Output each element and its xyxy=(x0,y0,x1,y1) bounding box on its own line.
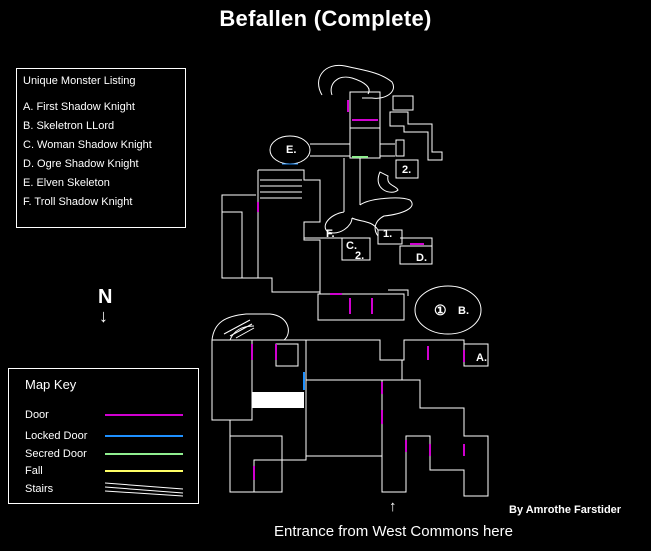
monster-c: C. Woman Shadow Knight xyxy=(23,139,152,151)
map-label-c: C. xyxy=(346,240,357,252)
monster-listing-title: Unique Monster Listing xyxy=(23,75,136,87)
north-label: N xyxy=(98,286,113,308)
map-label-b: B. xyxy=(458,305,469,317)
monster-listing-panel: Unique Monster Listing A. First Shadow K… xyxy=(16,68,186,228)
key-locked-door-label: Locked Door xyxy=(25,430,88,442)
entrance-arrow-icon: ↑ xyxy=(389,498,397,515)
key-stairs-icon xyxy=(105,482,184,497)
entrance-label: Entrance from West Commons here xyxy=(274,523,513,540)
monster-f: F. Troll Shadow Knight xyxy=(23,196,133,208)
map-label-1-circle: ① xyxy=(434,302,447,318)
map-label-2-lower: 2. xyxy=(355,250,365,262)
key-fall-label: Fall xyxy=(25,465,43,477)
map-label-2-upper: 2. xyxy=(402,164,412,176)
monster-a: A. First Shadow Knight xyxy=(23,101,135,113)
map-label-d: D. xyxy=(416,252,427,264)
map-label-e: E. xyxy=(286,144,297,156)
key-door-label: Door xyxy=(25,409,49,421)
key-door-swatch xyxy=(105,414,183,416)
map-label-f: F. xyxy=(326,228,335,240)
monster-d: D. Ogre Shadow Knight xyxy=(23,158,139,170)
map-key-title: Map Key xyxy=(25,377,77,392)
map-key-panel: Map Key Door Locked Door Secred Door Fal… xyxy=(8,368,199,504)
map-label-1-upper: 1. xyxy=(383,228,393,240)
key-secret-door-swatch xyxy=(105,453,183,455)
author-credit: By Amrothe Farstider xyxy=(509,504,622,516)
key-stairs-label: Stairs xyxy=(25,483,54,495)
monster-b: B. Skeletron LLord xyxy=(23,120,115,132)
page-title: Befallen (Complete) xyxy=(219,6,432,31)
key-fall-swatch xyxy=(105,470,183,472)
north-arrow-icon: ↓ xyxy=(99,306,108,326)
monster-e: E. Elven Skeleton xyxy=(23,177,110,189)
key-secret-door-label: Secred Door xyxy=(25,448,87,460)
map-label-a: A. xyxy=(476,352,487,364)
key-locked-door-swatch xyxy=(105,435,183,437)
